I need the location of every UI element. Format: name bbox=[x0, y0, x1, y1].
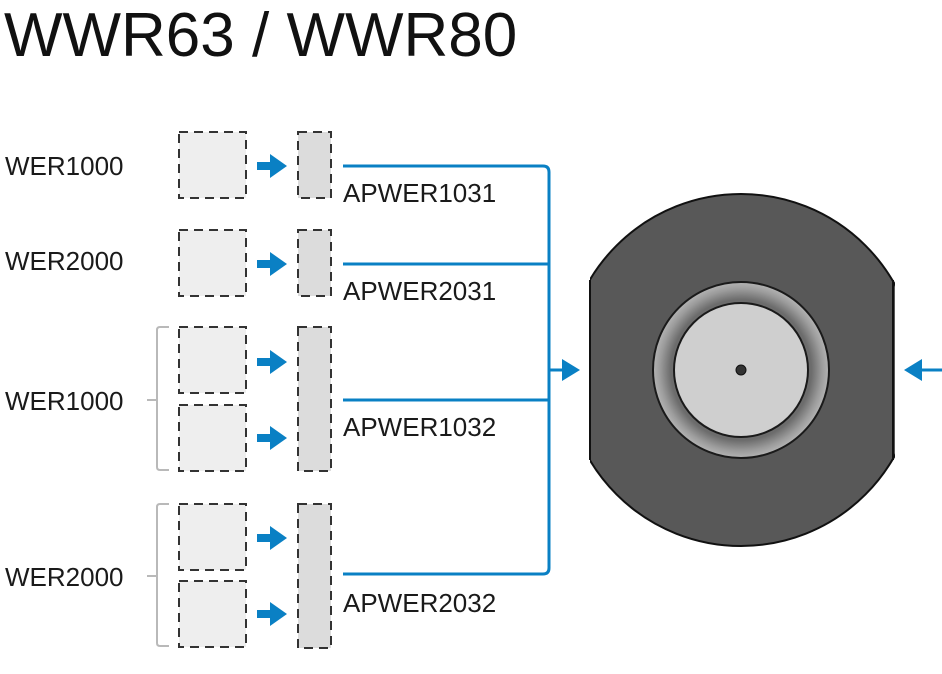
adapter-label-apwer2031: APWER2031 bbox=[343, 276, 496, 306]
input-label-wer2000-double: WER2000 bbox=[5, 562, 124, 592]
page-title: WWR63 / WWR80 bbox=[4, 1, 517, 70]
insert-arrow-icon bbox=[257, 252, 287, 276]
row-2: WER2000 APWER2031 bbox=[5, 229, 496, 306]
insert-arrow-icon bbox=[257, 426, 287, 450]
insert-arrow-icon bbox=[257, 154, 287, 178]
center-point bbox=[735, 364, 747, 376]
group-bracket bbox=[147, 503, 169, 647]
input-label-wer2000: WER2000 bbox=[5, 246, 124, 276]
adapter-box-double bbox=[297, 503, 332, 649]
group-bracket bbox=[147, 326, 169, 471]
input-label-wer1000: WER1000 bbox=[5, 151, 124, 181]
adapter-label-apwer2032: APWER2032 bbox=[343, 588, 496, 618]
insert-arrow-icon bbox=[257, 526, 287, 550]
bus-line bbox=[343, 164, 551, 576]
module-box-lower bbox=[178, 404, 247, 472]
module-box-upper bbox=[178, 326, 247, 394]
arrow-right-icon bbox=[562, 359, 580, 381]
insert-arrow-icon bbox=[257, 602, 287, 626]
module-box bbox=[178, 131, 247, 199]
adapter-box bbox=[297, 131, 332, 199]
input-label-wer1000-double: WER1000 bbox=[5, 386, 124, 416]
connector-lines bbox=[343, 164, 580, 576]
adapter-box bbox=[297, 229, 332, 297]
module-box-lower bbox=[178, 580, 247, 648]
right-entry bbox=[904, 359, 942, 381]
adapter-label-apwer1031: APWER1031 bbox=[343, 178, 496, 208]
module-box-upper bbox=[178, 503, 247, 571]
row-1: WER1000 APWER1031 bbox=[5, 131, 496, 208]
adapter-label-apwer1032: APWER1032 bbox=[343, 412, 496, 442]
module-box bbox=[178, 229, 247, 297]
row-3: WER1000 APWER1032 bbox=[5, 326, 496, 472]
insert-arrow-icon bbox=[257, 350, 287, 374]
machine-housing bbox=[589, 193, 895, 547]
arrow-left-icon bbox=[904, 359, 922, 381]
row-4: WER2000 APWER2032 bbox=[5, 503, 496, 649]
adapter-box-double bbox=[297, 326, 332, 472]
